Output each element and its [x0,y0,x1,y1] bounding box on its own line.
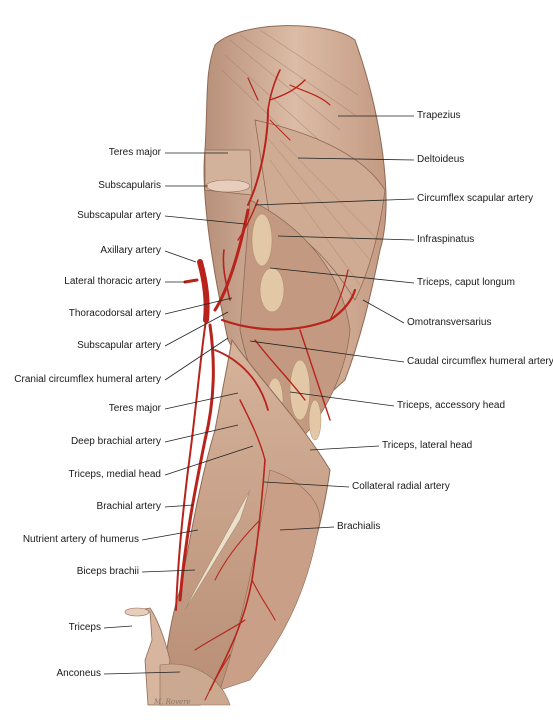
label-trapezius: Trapezius [417,110,461,121]
label-teres-major-lower: Teres major [108,403,161,414]
label-circumflex-scapular-artery: Circumflex scapular artery [417,193,534,204]
label-deltoideus: Deltoideus [417,154,465,165]
biceps-brachii [184,489,251,611]
anconeus [159,663,231,706]
label-biceps-brachii: Biceps brachii [76,566,139,577]
label-deep-brachial-artery: Deep brachial artery [70,436,161,447]
label-collateral-radial-artery: Collateral radial artery [352,481,450,492]
lateral-thoracic-shape [183,278,199,284]
label-thoracodorsal-artery: Thoracodorsal artery [68,308,161,319]
teres-major-cut [205,179,251,193]
label-subscapular-artery-lower: Subscapular artery [77,340,161,351]
label-triceps: Triceps [68,622,101,633]
brachialis-muscle [219,469,321,691]
label-triceps-lateral-head: Triceps, lateral head [382,440,473,451]
leader-lines [103,115,415,675]
label-brachial-artery: Brachial artery [96,501,161,512]
deltoideus-fibres [264,134,379,286]
label-caudal-circumflex-humeral-artery: Caudal circumflex humeral artery [407,356,553,367]
arteries [175,69,357,701]
label-cranial-circumflex-humeral-artery: Cranial circumflex humeral artery [14,374,161,385]
label-subscapular-artery-upper: Subscapular artery [77,210,161,221]
label-anconeus: Anconeus [56,668,101,679]
label-teres-major-upper: Teres major [108,147,161,158]
label-subscapularis: Subscapularis [98,180,161,191]
label-triceps-medial-head: Triceps, medial head [68,469,161,480]
label-omotransversarius: Omotransversarius [407,317,492,328]
label-lateral-thoracic-artery: Lateral thoracic artery [64,276,161,287]
triceps-stump [124,607,171,706]
label-nutrient-artery-of-humerus: Nutrient artery of humerus [22,534,139,545]
artist-signature: M. Rovere [154,698,191,706]
label-triceps-accessory-head: Triceps, accessory head [397,400,506,411]
deep-brachial-shape [214,349,269,411]
circumflex-scapular-shape [247,109,269,206]
label-triceps-caput-longum: Triceps, caput longum [417,277,516,288]
label-brachialis: Brachialis [337,521,381,532]
label-axillary-artery: Axillary artery [100,245,161,256]
subscapular-artery-shape [213,208,250,312]
caudal-circumflex-shape [220,288,357,331]
trapezius-fibres [221,29,359,166]
axillary-artery-shape [197,259,210,323]
label-infraspinatus: Infraspinatus [417,234,475,245]
brachial-artery-shape [178,323,215,602]
